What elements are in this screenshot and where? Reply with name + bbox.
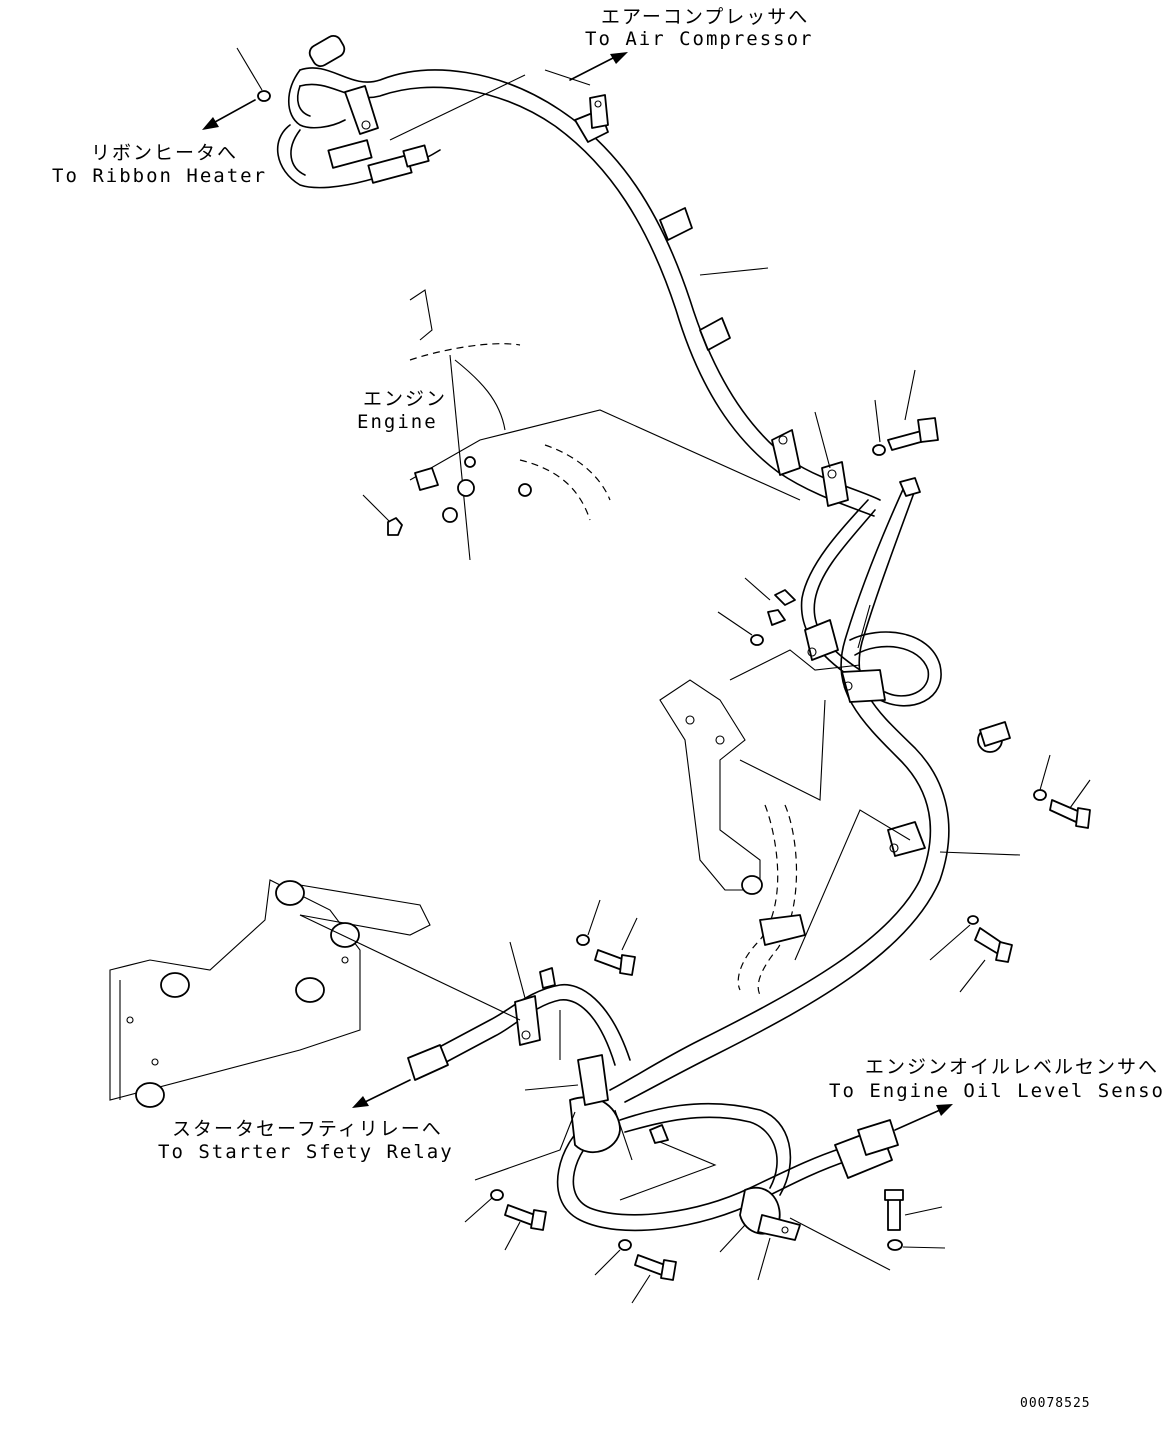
washer-icon	[576, 934, 590, 946]
washer-icon	[257, 90, 271, 102]
harness-lower	[407, 967, 899, 1241]
direction-arrows	[202, 52, 953, 1131]
washer-icon	[750, 634, 764, 646]
starter-relay-label-en: To Starter Sfety Relay	[158, 1141, 454, 1163]
air-compressor-label-en: To Air Compressor	[585, 28, 814, 50]
ribbon-heater-connector	[308, 35, 430, 184]
clips-upper	[344, 85, 849, 507]
oil-level-label-jp: エンジンオイルレベルセンサへ	[865, 1056, 1160, 1078]
leader-lines	[236, 47, 1091, 1304]
lower-bracket	[659, 679, 806, 996]
ribbon-heater-label-jp: リボンヒータへ	[91, 142, 239, 164]
harness-middle	[609, 477, 950, 1103]
mounting-bracket	[109, 879, 521, 1108]
washer-icon	[872, 444, 886, 456]
engine-label-en: Engine	[357, 411, 438, 433]
washer-icon	[1033, 789, 1047, 801]
oil-level-label-en: To Engine Oil Level Sensor	[829, 1080, 1163, 1102]
engine-label-jp: エンジン	[363, 388, 448, 410]
starter-relay-label-jp: スタータセーフティリレーへ	[172, 1118, 443, 1140]
washer-icon	[887, 1239, 903, 1251]
washer-icon	[967, 915, 979, 925]
washer-icon	[618, 1239, 632, 1251]
drawing-code: 00078525	[1020, 1396, 1091, 1411]
fasteners	[257, 90, 1091, 1281]
air-compressor-label-jp: エアーコンプレッサへ	[601, 6, 810, 28]
engine-outline	[409, 289, 801, 561]
ribbon-heater-label-en: To Ribbon Heater	[52, 165, 268, 187]
washer-icon	[490, 1189, 504, 1201]
